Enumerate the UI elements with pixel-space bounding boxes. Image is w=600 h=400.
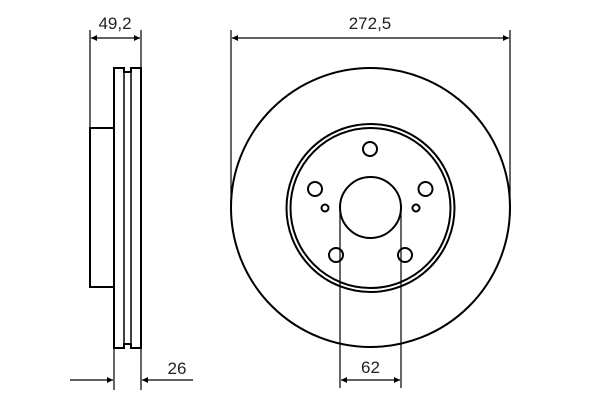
dim-label-center-bore: 62	[361, 358, 380, 377]
front-view	[230, 30, 511, 388]
dim-label-outer-diameter: 272,5	[349, 14, 392, 33]
disc-outline	[113, 67, 142, 349]
hub-profile	[89, 127, 114, 288]
dim-label-disc-thickness: 26	[168, 359, 187, 378]
small-hole-left	[320, 203, 330, 213]
bolt-hole-lower-right	[397, 247, 413, 263]
bolt-hole-top	[362, 141, 378, 157]
small-hole-right	[411, 203, 421, 213]
dim-label-overall-thickness: 49,2	[98, 14, 131, 33]
bolt-hole-upper-right	[417, 181, 434, 197]
hub-ring-outer	[285, 123, 456, 293]
hub-ring-inner	[289, 127, 452, 289]
side-view	[70, 30, 193, 390]
bolt-hole-lower-left	[328, 247, 344, 263]
center-bore	[339, 176, 402, 239]
bolt-hole-upper-left	[307, 181, 323, 197]
outer-disc-circle	[230, 67, 511, 348]
